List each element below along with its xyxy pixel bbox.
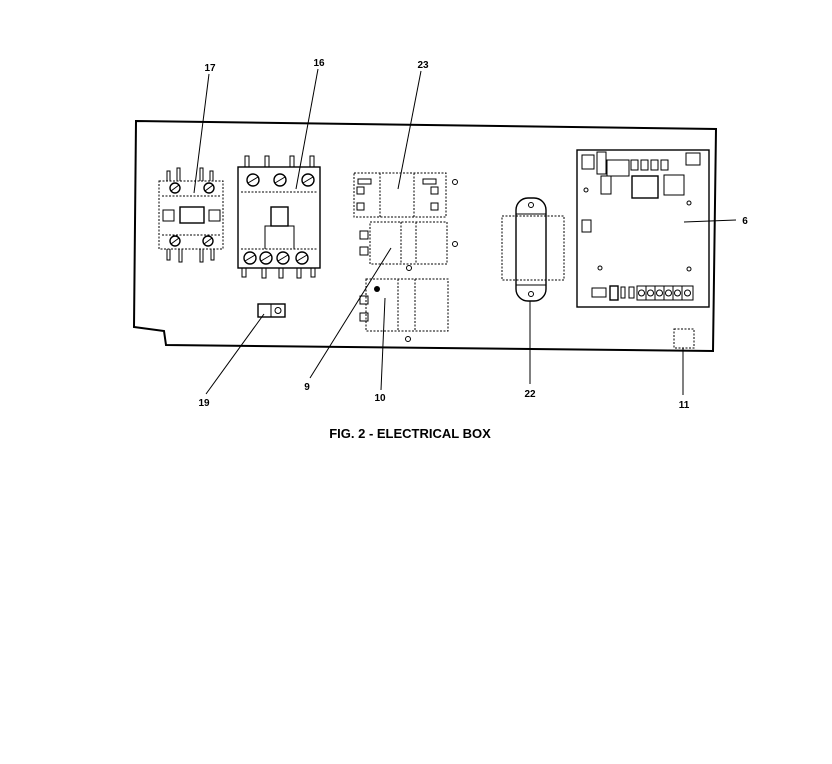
callout-16: 16 <box>313 58 325 69</box>
panel-outline <box>132 119 718 353</box>
callout-19: 19 <box>198 398 210 409</box>
contactor-17 <box>158 167 224 263</box>
transformer-22 <box>501 197 565 302</box>
connector-11 <box>673 328 695 349</box>
control-board-6 <box>576 149 710 308</box>
leader-lines <box>193 68 737 395</box>
figure-caption: FIG. 2 - ELECTRICAL BOX <box>329 426 491 441</box>
relay-9 <box>359 221 458 271</box>
contactor-16 <box>237 155 321 279</box>
callout-6: 6 <box>742 216 748 227</box>
callout-22: 22 <box>524 389 536 400</box>
callout-9: 9 <box>304 382 310 393</box>
callout-10: 10 <box>374 393 386 404</box>
callout-11: 11 <box>679 400 690 411</box>
callout-17: 17 <box>204 63 216 74</box>
ground-lug-19 <box>257 303 286 318</box>
relay-23 <box>353 172 458 218</box>
relay-10 <box>359 278 449 342</box>
callout-23: 23 <box>417 60 429 71</box>
